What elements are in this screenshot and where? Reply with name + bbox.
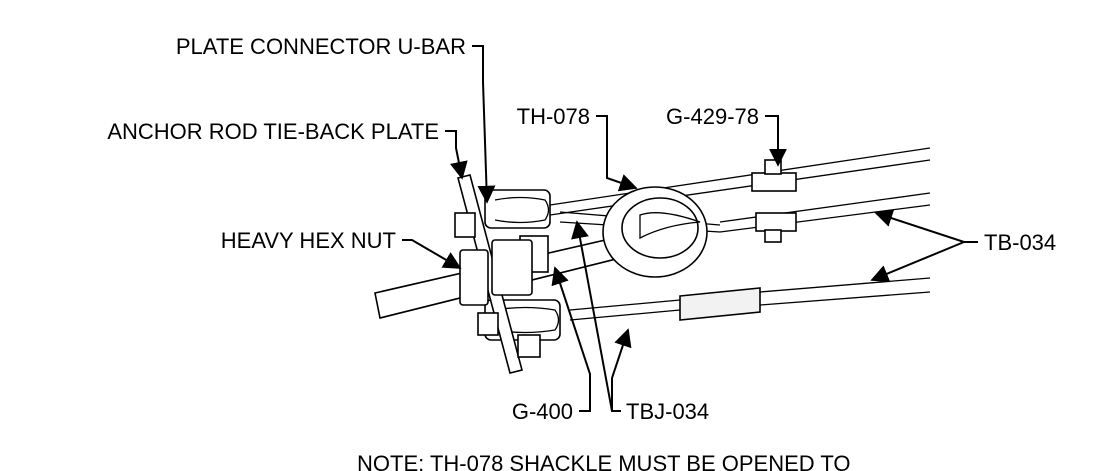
bolts [454, 212, 541, 358]
heavy-hex-nut [459, 239, 533, 306]
label-heavy-hex-nut: HEAVY HEX NUT [221, 228, 396, 253]
label-th-078: TH-078 [517, 104, 590, 129]
leader-plate-connector [472, 45, 496, 204]
shackle-g-429-78 [751, 159, 797, 243]
label-tb-034: TB-034 [984, 230, 1056, 255]
leader-anchor-plate [445, 130, 468, 180]
leader-tb-034-lower [870, 241, 965, 283]
label-tbj-034: TBJ-034 [626, 399, 709, 424]
label-g-400: G-400 [512, 399, 573, 424]
leader-tbj-034-b [611, 328, 632, 411]
thimble-th-078 [602, 186, 708, 278]
leader-g-429 [765, 115, 787, 167]
note-text: NOTE: TH-078 SHACKLE MUST BE OPENED TO [357, 451, 851, 471]
leader-g-400 [551, 266, 591, 412]
label-g-429-78: G-429-78 [666, 104, 759, 129]
leader-th-078 [596, 115, 638, 192]
lower-rope-and-turnbuckle [569, 277, 931, 321]
leader-hex-nut [402, 239, 462, 269]
label-anchor-rod-tie-back-plate: ANCHOR ROD TIE-BACK PLATE [107, 119, 439, 144]
label-plate-connector-u-bar: PLATE CONNECTOR U-BAR [176, 34, 466, 59]
leader-tb-034-upper [874, 209, 978, 243]
